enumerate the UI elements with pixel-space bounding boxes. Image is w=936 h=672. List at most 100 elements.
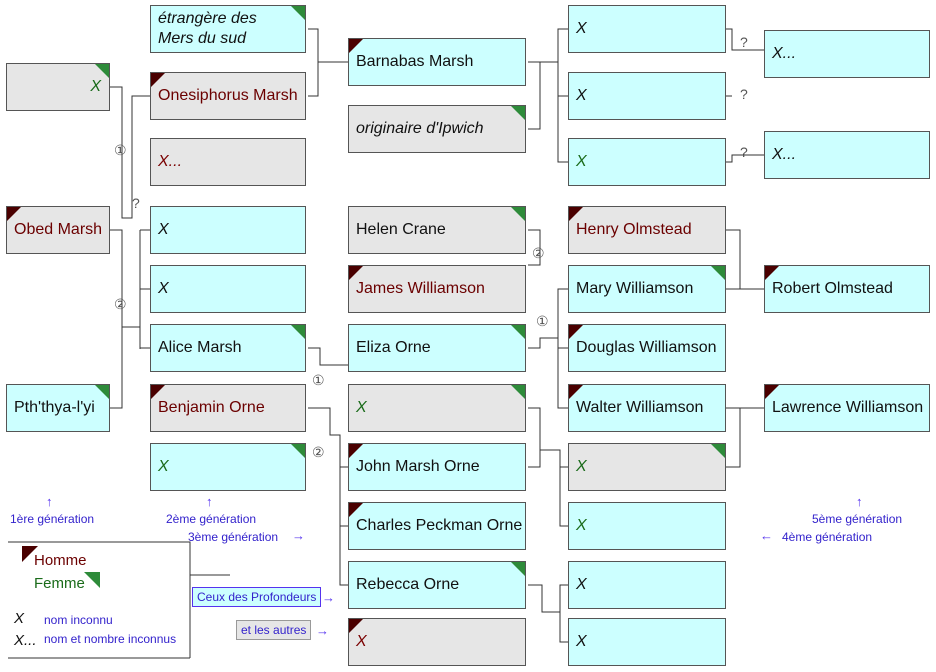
person-label: Robert Olmstead — [772, 280, 893, 297]
up-arrow-icon: ↑ — [856, 494, 863, 509]
generation-1-label: 1ère génération — [10, 512, 95, 526]
person-unknown-4-3[interactable]: X — [568, 138, 726, 186]
person-unknown-4-6[interactable]: X — [568, 618, 726, 666]
person-unknown-4-2[interactable]: X — [568, 72, 726, 120]
person-label: X — [576, 20, 587, 37]
person-benjamin-orne[interactable]: Benjamin Orne — [150, 384, 306, 432]
person-douglas-williamson[interactable]: Douglas Williamson — [568, 324, 726, 372]
unknown-marker: ? — [132, 195, 140, 211]
person-lawrence-williamson[interactable]: Lawrence Williamson — [764, 384, 930, 432]
legend-male-swatch — [22, 546, 38, 562]
person-unknown-siblings[interactable]: X... — [150, 138, 306, 186]
person-label: X — [576, 517, 587, 534]
person-label: originaire d'Ipwich — [356, 120, 484, 137]
person-unknown-spouse-john[interactable]: X — [348, 384, 526, 432]
person-james-williamson[interactable]: James Williamson — [348, 265, 526, 313]
person-walter-williamson[interactable]: Walter Williamson — [568, 384, 726, 432]
up-arrow-icon: ↑ — [206, 494, 213, 509]
person-obed-marsh[interactable]: Obed Marsh — [6, 206, 110, 254]
marriage-marker-1: ① — [114, 142, 127, 158]
male-corner-icon — [349, 444, 363, 458]
person-alice-marsh[interactable]: Alice Marsh — [150, 324, 306, 372]
female-corner-icon — [511, 385, 525, 399]
person-mary-williamson[interactable]: Mary Williamson — [568, 265, 726, 313]
male-corner-icon — [151, 385, 165, 399]
person-robert-olmstead[interactable]: Robert Olmstead — [764, 265, 930, 313]
person-label: John Marsh Orne — [356, 458, 480, 475]
unknown-marker: ? — [740, 34, 748, 50]
female-corner-icon — [291, 325, 305, 339]
person-label: X — [576, 87, 587, 104]
person-john-marsh-orne[interactable]: John Marsh Orne — [348, 443, 526, 491]
person-label: James Williamson — [356, 280, 485, 297]
person-helen-crane[interactable]: Helen Crane — [348, 206, 526, 254]
person-unknown-5-2[interactable]: X... — [764, 131, 930, 179]
person-henry-olmstead[interactable]: Henry Olmstead — [568, 206, 726, 254]
male-corner-icon — [569, 385, 583, 399]
male-corner-icon — [569, 207, 583, 221]
person-unknown-5-1[interactable]: X... — [764, 30, 930, 78]
person-unknown-4-1[interactable]: X — [568, 5, 726, 53]
legend-x-symbol: X — [14, 610, 25, 627]
person-etrangere-mers-du-sud[interactable]: étrangère des Mers du sud — [150, 5, 306, 53]
person-unknown-4-4[interactable]: X — [568, 502, 726, 550]
person-label: Eliza Orne — [356, 339, 431, 356]
marriage-marker-2: ② — [532, 245, 545, 261]
person-pththya-lyi[interactable]: Pth'thya-l'yi — [6, 384, 110, 432]
person-label: Benjamin Orne — [158, 399, 265, 416]
person-eliza-orne[interactable]: Eliza Orne — [348, 324, 526, 372]
legend-female-swatch — [84, 572, 100, 588]
person-originaire-ipwich[interactable]: originaire d'Ipwich — [348, 105, 526, 153]
legend-homme: Homme — [34, 552, 87, 569]
person-label: Henry Olmstead — [576, 221, 692, 238]
person-label: X — [158, 280, 169, 297]
person-rebecca-orne[interactable]: Rebecca Orne — [348, 561, 526, 609]
person-barnabas-marsh[interactable]: Barnabas Marsh — [348, 38, 526, 86]
person-unknown-a[interactable]: X — [150, 206, 306, 254]
legend-xdots-desc: nom et nombre inconnus — [44, 632, 177, 646]
male-corner-icon — [349, 39, 363, 53]
person-unknown-spouse-walter[interactable]: X — [568, 443, 726, 491]
person-label: Walter Williamson — [576, 399, 704, 416]
marriage-marker-2: ② — [312, 444, 325, 460]
unknown-marker: ? — [740, 86, 748, 102]
legend-x-desc: nom inconnu — [44, 613, 113, 627]
person-unknown-spouse-rebecca[interactable]: X — [348, 618, 526, 666]
person-label: Alice Marsh — [158, 339, 242, 356]
person-unknown-4-5[interactable]: X — [568, 561, 726, 609]
person-label: X — [576, 633, 587, 650]
person-label: X... — [772, 45, 797, 62]
person-label: Obed Marsh — [14, 221, 103, 238]
person-label: Helen Crane — [356, 221, 446, 238]
person-label: Charles Peckman Orne — [356, 517, 523, 534]
person-unknown-spouse-benjamin[interactable]: X — [150, 443, 306, 491]
person-label: X — [576, 458, 587, 475]
legend-deep-ones-swatch: Ceux des Profondeurs — [192, 587, 322, 607]
person-unknown-father-obed[interactable]: X — [6, 63, 110, 111]
person-label: Pth'thya-l'yi — [14, 399, 95, 416]
person-unknown-b[interactable]: X — [150, 265, 306, 313]
person-label: X... — [158, 153, 183, 170]
female-corner-icon — [95, 64, 109, 78]
person-label: X — [576, 153, 587, 170]
generation-5-label: 5ème génération — [812, 512, 903, 526]
right-arrow-icon: → — [316, 623, 329, 638]
up-arrow-icon: ↑ — [46, 494, 53, 509]
female-corner-icon — [511, 207, 525, 221]
marriage-marker-1: ① — [312, 372, 325, 388]
person-label: Douglas Williamson — [576, 339, 717, 356]
person-onesiphorus-marsh[interactable]: Onesiphorus Marsh — [150, 72, 306, 120]
person-label: X — [158, 221, 169, 238]
person-charles-peckman-orne[interactable]: Charles Peckman Orne — [348, 502, 526, 550]
person-label: étrangère des Mers du sud — [158, 10, 257, 47]
female-corner-icon — [95, 385, 109, 399]
male-corner-icon — [349, 266, 363, 280]
person-label: Mary Williamson — [576, 280, 694, 297]
female-corner-icon — [291, 6, 305, 20]
person-label: X — [356, 633, 367, 650]
person-label: Barnabas Marsh — [356, 53, 474, 70]
female-corner-icon — [291, 444, 305, 458]
legend-xdots-symbol: X... — [14, 632, 37, 649]
person-label: X — [356, 399, 367, 416]
